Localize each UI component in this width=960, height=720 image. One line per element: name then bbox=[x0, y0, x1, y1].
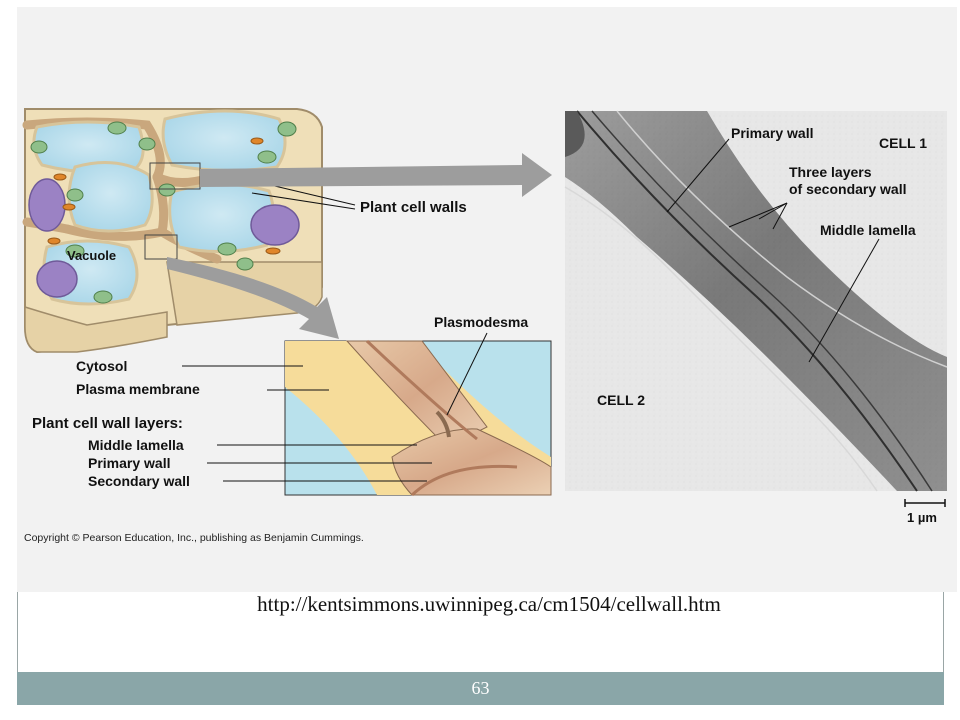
plant-cell-walls-label: Plant cell walls bbox=[360, 199, 467, 216]
arrow-to-micrograph bbox=[200, 153, 552, 197]
plasma-membrane-label: Plasma membrane bbox=[76, 381, 200, 397]
wall-layers-heading: Plant cell wall layers: bbox=[32, 415, 183, 432]
three-layers-label-line1: Three layers bbox=[789, 164, 872, 180]
three-layers-label-line2: of secondary wall bbox=[789, 181, 906, 197]
vacuole-label: Vacuole bbox=[67, 248, 116, 263]
footer-bar: 63 bbox=[17, 672, 944, 705]
slide-frame-left bbox=[17, 590, 18, 672]
micrograph-primary-wall-label: Primary wall bbox=[731, 125, 814, 141]
cell-2-label: CELL 2 bbox=[597, 392, 645, 408]
micrograph-middle-lamella-label: Middle lamella bbox=[820, 222, 916, 238]
arrow-to-detail bbox=[167, 257, 339, 339]
copyright-text: Copyright © Pearson Education, Inc., pub… bbox=[24, 532, 364, 544]
source-url[interactable]: http://kentsimmons.uwinnipeg.ca/cm1504/c… bbox=[257, 592, 721, 616]
figure-panel: Plant cell walls Vacuole bbox=[17, 7, 957, 592]
cell-wall-figure: Plant cell walls Vacuole bbox=[22, 108, 948, 544]
plasmodesma-label: Plasmodesma bbox=[434, 314, 528, 330]
cytosol-label: Cytosol bbox=[76, 358, 127, 374]
page-number: 63 bbox=[471, 678, 490, 698]
primary-wall-label: Primary wall bbox=[88, 455, 171, 471]
wall-detail-diagram: Plasmodesma Cytosol Plasma membrane Plan… bbox=[32, 314, 552, 497]
slide-frame-right bbox=[943, 590, 944, 672]
secondary-wall-label: Secondary wall bbox=[88, 473, 190, 489]
scale-bar-label: 1 µm bbox=[907, 510, 937, 525]
electron-micrograph: Primary wall CELL 1 Three layers of seco… bbox=[564, 110, 948, 525]
cell-1-label: CELL 1 bbox=[879, 135, 927, 151]
plant-cell-diagram: Plant cell walls Vacuole bbox=[22, 108, 467, 354]
middle-lamella-label: Middle lamella bbox=[88, 437, 184, 453]
